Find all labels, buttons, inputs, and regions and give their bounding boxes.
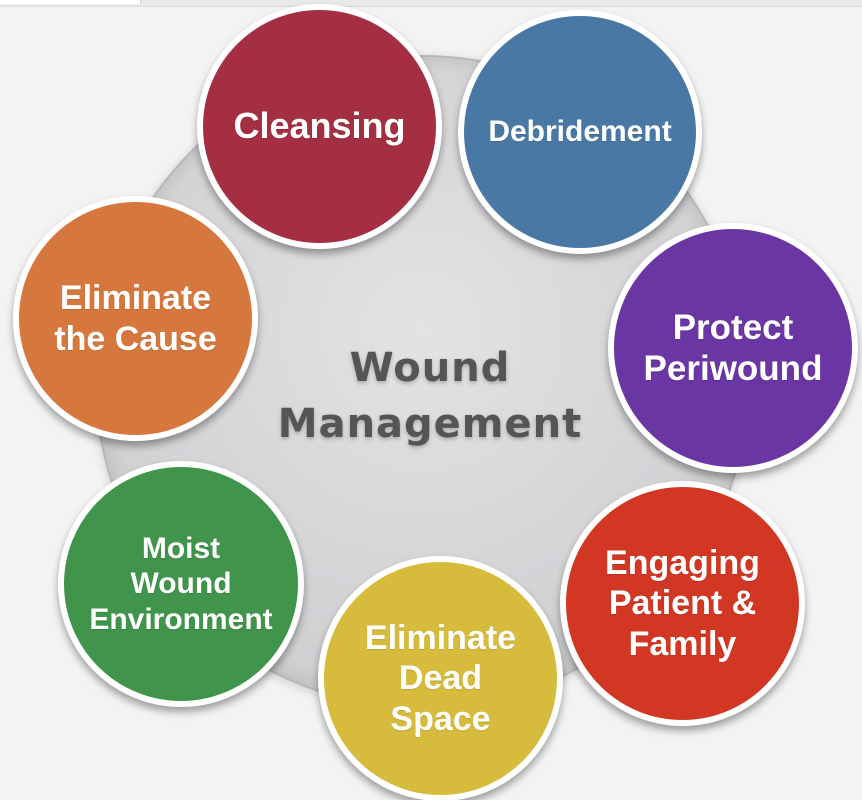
cleansing-label: Cleansing: [233, 105, 406, 147]
debridement-label: Debridement: [488, 115, 672, 149]
eliminate-dead-space-bubble: Eliminate Dead Space: [318, 556, 563, 800]
eliminate-dead-space-label: Eliminate Dead Space: [364, 619, 517, 738]
engaging-patient-family-bubble: Engaging Patient & Family: [560, 481, 805, 726]
protect-periwound-bubble: Protect Periwound: [608, 223, 858, 473]
eliminate-the-cause-bubble: Eliminate the Cause: [13, 196, 258, 441]
moist-wound-environment-bubble: Moist Wound Environment: [58, 461, 304, 707]
eliminate-the-cause-label: Eliminate the Cause: [54, 279, 217, 358]
hub-title: Wound Management: [277, 345, 583, 447]
engaging-patient-family-label: Engaging Patient & Family: [605, 544, 760, 663]
top-window-strip: [0, 0, 862, 7]
debridement-bubble: Debridement: [458, 10, 702, 254]
cleansing-bubble: Cleansing: [197, 4, 442, 249]
moist-wound-environment-label: Moist Wound Environment: [89, 531, 273, 636]
protect-periwound-label: Protect Periwound: [643, 307, 823, 388]
